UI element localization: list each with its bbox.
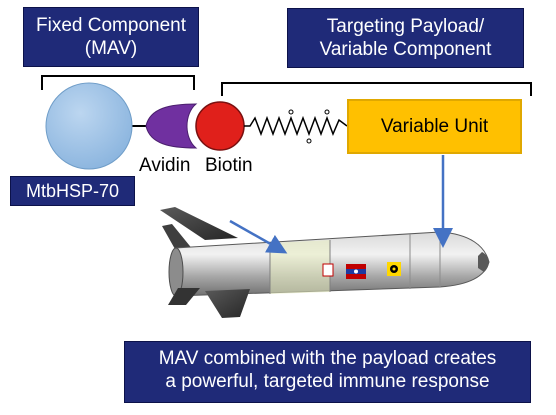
linker-chain bbox=[244, 115, 348, 137]
variable-unit-box: Variable Unit bbox=[347, 99, 522, 154]
fixed-component-line2: (MAV) bbox=[84, 37, 138, 59]
targeting-line2: Variable Component bbox=[319, 38, 492, 60]
chain-atom bbox=[324, 109, 330, 115]
fixed-bracket bbox=[41, 75, 195, 90]
biotin-label: Biotin bbox=[205, 155, 253, 176]
fixed-component-line1: Fixed Component bbox=[36, 15, 186, 36]
biotin-circle bbox=[195, 101, 245, 151]
missile-top-fin bbox=[160, 207, 238, 240]
radiation-icon bbox=[387, 262, 401, 276]
message-line1: MAV combined with the payload creates bbox=[158, 348, 497, 369]
avidin-label: Avidin bbox=[139, 155, 191, 176]
mtbhsp70-circle bbox=[45, 82, 133, 170]
biohazard-icon bbox=[322, 263, 334, 277]
missile-nose-tip bbox=[478, 252, 489, 272]
missile-tail-fin bbox=[168, 288, 200, 305]
targeting-payload-label: Targeting Payload/ Variable Component bbox=[287, 8, 524, 68]
summary-message: MAV combined with the payload creates a … bbox=[124, 341, 531, 403]
flag-decal bbox=[346, 264, 366, 279]
avidin-arrow bbox=[229, 219, 288, 254]
chain-atom bbox=[288, 109, 294, 115]
variable-bracket bbox=[221, 82, 532, 96]
fixed-component-label: Fixed Component (MAV) bbox=[23, 7, 199, 67]
chain-atom bbox=[306, 138, 312, 144]
targeting-line1: Targeting Payload/ bbox=[326, 16, 485, 37]
missile-illustration bbox=[160, 207, 490, 318]
message-line2: a powerful, targeted immune response bbox=[165, 370, 490, 392]
mtbhsp70-label: MtbHSP-70 bbox=[10, 176, 135, 206]
missile-bottom-fin bbox=[205, 289, 250, 318]
missile-payload-section bbox=[270, 240, 330, 294]
avidin-shape bbox=[145, 103, 198, 149]
